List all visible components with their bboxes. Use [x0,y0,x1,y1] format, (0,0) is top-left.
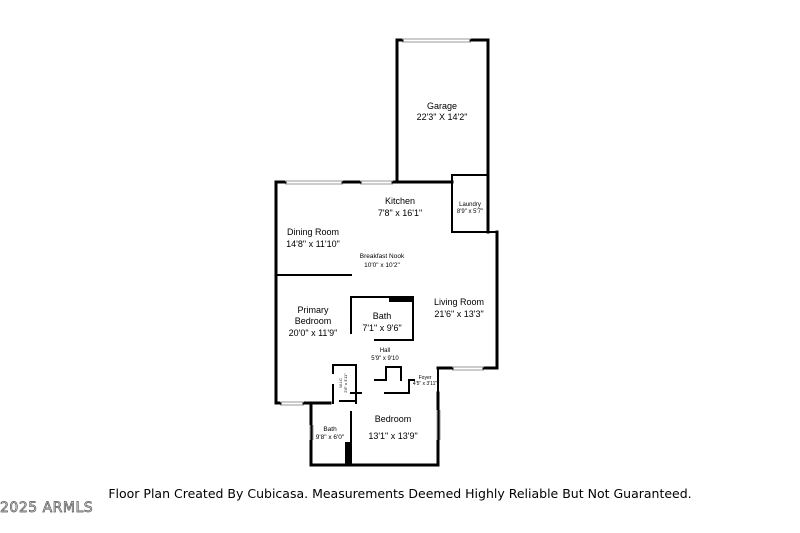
breakfast-nook-name: Breakfast Nook [360,253,405,260]
wic-name: W.I.C [338,378,343,388]
bath-main-fixture [389,296,413,302]
living-room-name: Living Room [434,297,484,307]
windows [280,38,484,440]
garage-dims: 22'3" X 14'2" [417,112,468,122]
dining-room-name: Dining Room [287,227,339,237]
wic-dims: 2'8" x 3'11" [343,373,348,393]
primary-bedroom-name-line1: Primary [298,305,329,315]
primary-bedroom-name-line2: Bedroom [295,316,332,326]
bedroom-name: Bedroom [375,414,412,424]
bedroom-dims: 13'1" x 13'9" [368,431,417,441]
bath-small-name: Bath [323,426,337,433]
living-room-dims: 21'6" x 13'3" [434,309,483,319]
foyer-name: Foyer [419,375,432,381]
small-bath-fixture [345,442,351,465]
copyright-watermark: 2025 ARMLS [0,500,94,517]
laundry-dims: 8'9" x 5'7" [457,209,483,215]
footer-disclaimer: Floor Plan Created By Cubicasa. Measurem… [108,486,692,501]
bath-main-dims: 7'1" x 9'6" [362,323,401,333]
walls [274,38,499,467]
dining-room-dims: 14'8" x 11'10" [286,239,340,249]
breakfast-nook-dims: 10'0" x 10'2" [364,262,400,269]
garage-name: Garage [427,101,457,111]
laundry-name: Laundry [459,202,481,208]
bath-small-dims: 9'8" x 6'0" [316,434,345,441]
room-labels: Garage 22'3" X 14'2" Kitchen 7'8" x 16'1… [286,101,484,441]
hall-name: Hall [380,348,390,354]
foyer-dims: 4'5" x 3'11" [413,381,437,387]
kitchen-dims: 7'8" x 16'1" [378,208,422,218]
hall-dims: 5'9" x 9'10 [371,356,399,362]
bath-main-name: Bath [373,311,392,321]
primary-bedroom-dims: 20'0" x 11'9" [289,328,338,338]
kitchen-name: Kitchen [385,196,415,206]
